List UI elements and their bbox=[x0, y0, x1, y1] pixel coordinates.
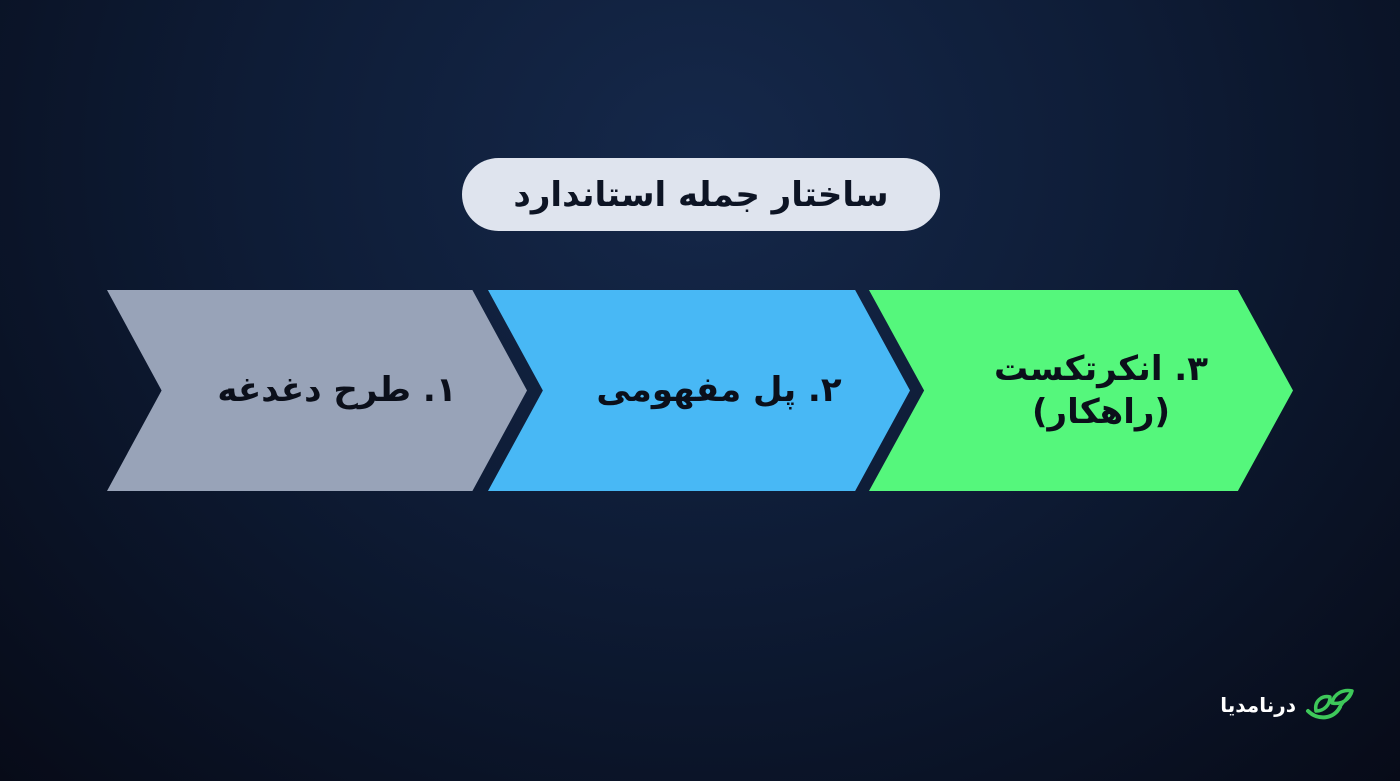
diagram-title: ساختار جمله استاندارد bbox=[462, 158, 940, 231]
step-1-chevron: ۱. طرح دغدغه bbox=[107, 290, 527, 491]
step-2-chevron: ۲. پل مفهومی bbox=[488, 290, 910, 491]
step-2-label: ۲. پل مفهومی bbox=[596, 370, 842, 411]
brand-logo: درنامدیا bbox=[1206, 680, 1356, 730]
step-2-text: ۲. پل مفهومی bbox=[556, 369, 841, 412]
step-3-label: ۳. انکرتکست bbox=[994, 349, 1208, 389]
step-3-sublabel: (راهکار) bbox=[1032, 391, 1170, 432]
leaf-icon bbox=[1304, 681, 1356, 729]
diagram-title-text: ساختار جمله استاندارد bbox=[513, 174, 889, 215]
step-3-text: ۳. انکرتکست (راهکار) bbox=[954, 348, 1208, 433]
step-1-label: ۱. طرح دغدغه bbox=[217, 370, 457, 411]
brand-logo-text: درنامدیا bbox=[1220, 693, 1296, 717]
step-3-chevron: ۳. انکرتکست (راهکار) bbox=[869, 290, 1293, 491]
step-1-text: ۱. طرح دغدغه bbox=[177, 369, 456, 412]
